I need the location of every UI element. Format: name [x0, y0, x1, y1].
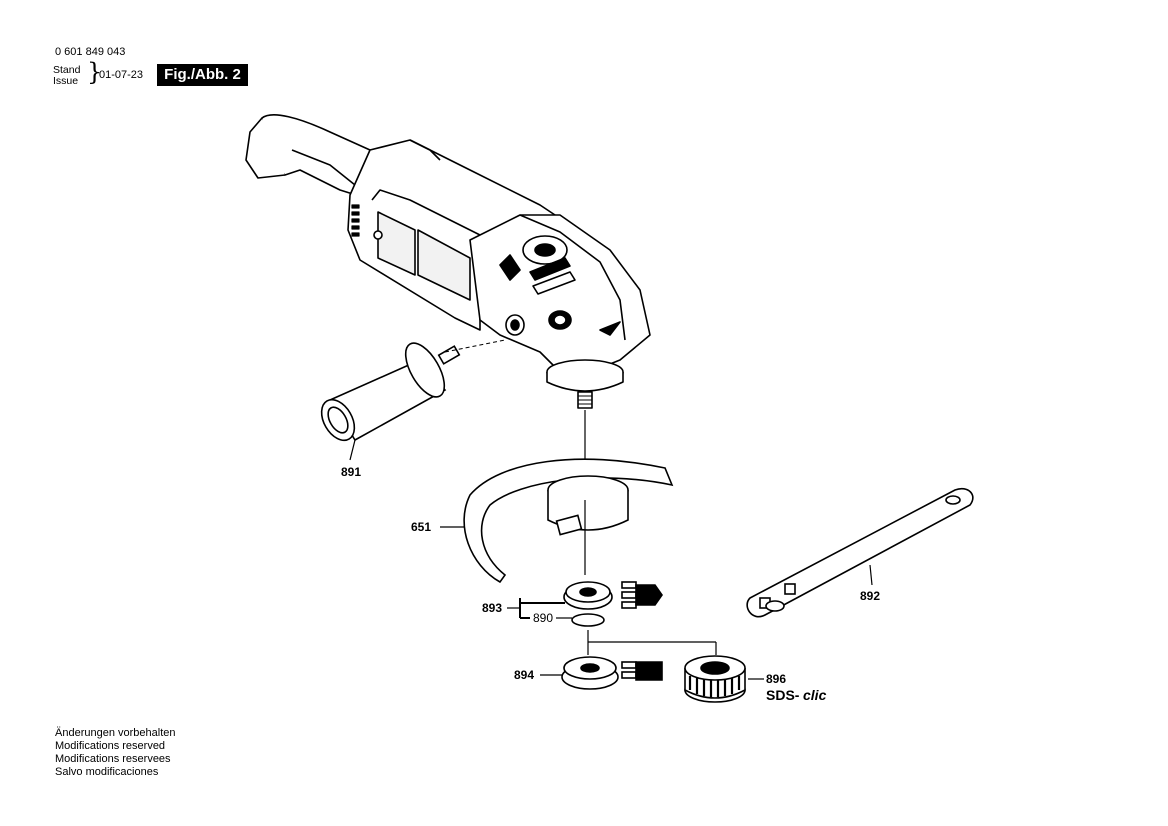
note-spanish: Salvo modificaciones [55, 766, 159, 778]
note-french: Modifications reservees [55, 753, 171, 765]
stand-issue-label: Stand Issue [53, 65, 80, 87]
part-label-892: 892 [860, 589, 880, 603]
part-label-890: 890 [533, 611, 553, 625]
brace-icon: } [87, 58, 103, 86]
part-label-894: 894 [514, 668, 534, 682]
spanner-892-drawing [746, 487, 974, 618]
wheel-guard-drawing [463, 458, 674, 584]
issue-date: 01-07-23 [99, 69, 144, 81]
sds-clic-label: clic [803, 687, 827, 703]
note-german: Änderungen vorbehalten [55, 727, 176, 739]
figure-label: Fig./Abb. 2 [157, 64, 248, 86]
issue-label: Issue [53, 75, 79, 87]
part-label-896: 896 [766, 672, 786, 686]
leader-lines [349, 439, 873, 680]
modification-notes: Änderungen vorbehalten Modifications res… [55, 727, 175, 779]
auxiliary-handle-drawing [320, 339, 506, 442]
sds-clic-nut-896-drawing [684, 655, 746, 703]
sds-prefix-label: SDS- [766, 687, 800, 703]
clamping-nut-894-drawing [561, 656, 663, 690]
stand-label: Stand [53, 64, 81, 76]
part-label-891: 891 [341, 465, 361, 479]
part-label-893: 893 [482, 601, 502, 615]
part-label-651: 651 [411, 520, 431, 534]
part-number: 0 601 849 043 [55, 46, 126, 58]
angle-grinder-drawing [245, 114, 651, 409]
flange-893-drawing [563, 581, 663, 627]
note-english: Modifications reserved [55, 740, 166, 752]
